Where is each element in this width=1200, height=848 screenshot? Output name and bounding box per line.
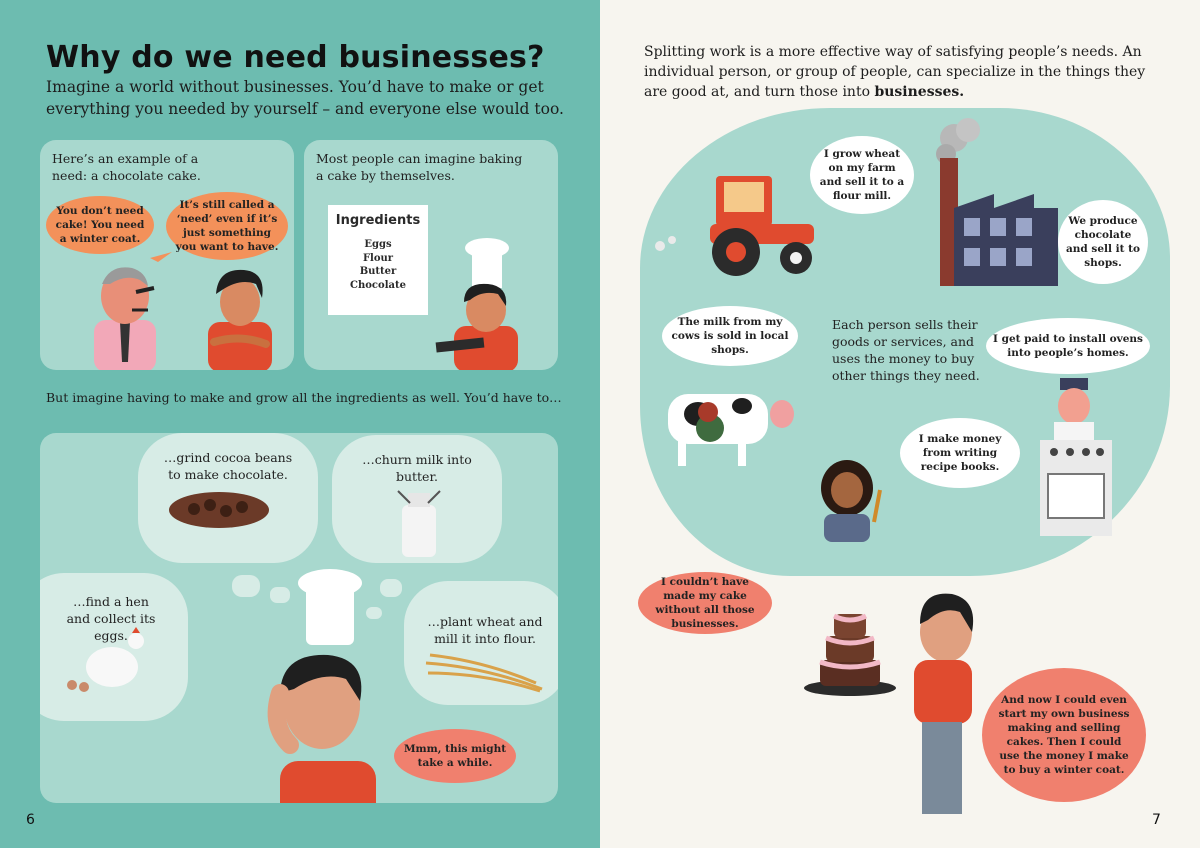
panel2-caption: Most people can imagine baking a cake by… bbox=[316, 151, 523, 183]
thought-dots-illustration bbox=[232, 575, 402, 619]
thought-cocoa-text: …grind cocoa beans to make chocolate. bbox=[163, 450, 293, 482]
middle-text: But imagine having to make and grow all … bbox=[46, 390, 562, 405]
speech-bubble-thinking-boy: Mmm, this might take a while. bbox=[394, 729, 516, 783]
speech-bubble-cow: The milk from my cows is sold in local s… bbox=[662, 306, 798, 366]
right-page: Splitting work is a more effective way o… bbox=[600, 0, 1200, 848]
oven-installer-illustration bbox=[1040, 378, 1112, 536]
page-number-left: 6 bbox=[26, 812, 35, 828]
boy-figure-illustration bbox=[208, 269, 272, 370]
speech-bubble-factory: We produce chocolate and sell it to shop… bbox=[1058, 200, 1148, 284]
ingredient-item: Flour bbox=[362, 252, 394, 264]
milk-churn-illustration bbox=[397, 490, 441, 557]
panel-ingredients-work: …grind cocoa beans to make chocolate. …c… bbox=[40, 433, 558, 803]
speech-bubble-writer: I make money from writing recipe books. bbox=[900, 418, 1020, 488]
center-text: Each person sells their goods or service… bbox=[832, 317, 980, 383]
dad-figure-illustration bbox=[94, 252, 172, 370]
thought-wheat-text: …plant wheat and mill it into flour. bbox=[427, 614, 543, 646]
hen-illustration bbox=[67, 627, 144, 692]
ingredient-item: Butter bbox=[359, 266, 397, 277]
ingredients-title: Ingredients bbox=[335, 213, 421, 228]
tractor-illustration bbox=[655, 176, 814, 276]
ingredient-item: Chocolate bbox=[350, 279, 406, 291]
panel-chocolate-cake: Here’s an example of a need: a chocolate… bbox=[40, 140, 294, 370]
speech-bubble-business: And now I could even start my own busine… bbox=[982, 668, 1146, 802]
writer-illustration bbox=[821, 460, 882, 542]
wheat-illustration bbox=[425, 653, 543, 693]
ingredients-card: Ingredients Eggs Flour Butter Chocolate bbox=[328, 205, 428, 315]
page-number-right: 7 bbox=[1152, 812, 1161, 828]
left-page: Why do we need businesses? Imagine a wor… bbox=[0, 0, 600, 848]
right-intro-bold: businesses. bbox=[874, 84, 965, 100]
right-intro-start: Splitting work is a more effective way o… bbox=[644, 44, 1146, 100]
thought-hen-text: …find a hen and collect its eggs. bbox=[66, 594, 156, 643]
chef-boy-illustration bbox=[435, 238, 518, 370]
cake-boy-illustration bbox=[804, 593, 974, 814]
factory-illustration bbox=[936, 118, 1058, 286]
thinking-boy-illustration bbox=[267, 569, 376, 803]
speech-bubble-boy: It’s still called a ‘need’ even if it’s … bbox=[166, 192, 288, 260]
speech-bubble-dad: You don’t need cake! You need a winter c… bbox=[46, 196, 154, 254]
speech-bubble-farmer: I grow wheat on my farm and sell it to a… bbox=[810, 136, 914, 214]
thought-hen: …find a hen and collect its eggs. bbox=[40, 573, 188, 721]
intro-text: Imagine a world without businesses. You’… bbox=[46, 78, 564, 118]
ingredient-item: Eggs bbox=[364, 239, 392, 250]
speech-bubble-cake: I couldn’t have made my cake without all… bbox=[638, 572, 772, 634]
page-title: Why do we need businesses? bbox=[46, 40, 545, 75]
thought-milk-text: …churn milk into butter. bbox=[362, 452, 472, 484]
panel1-caption: Here’s an example of a need: a chocolate… bbox=[52, 151, 201, 183]
right-intro-text: Splitting work is a more effective way o… bbox=[644, 42, 1164, 102]
cocoa-pod-illustration bbox=[169, 492, 269, 528]
cow-illustration bbox=[668, 394, 794, 466]
speech-bubble-oven: I get paid to install ovens into people’… bbox=[986, 318, 1150, 374]
